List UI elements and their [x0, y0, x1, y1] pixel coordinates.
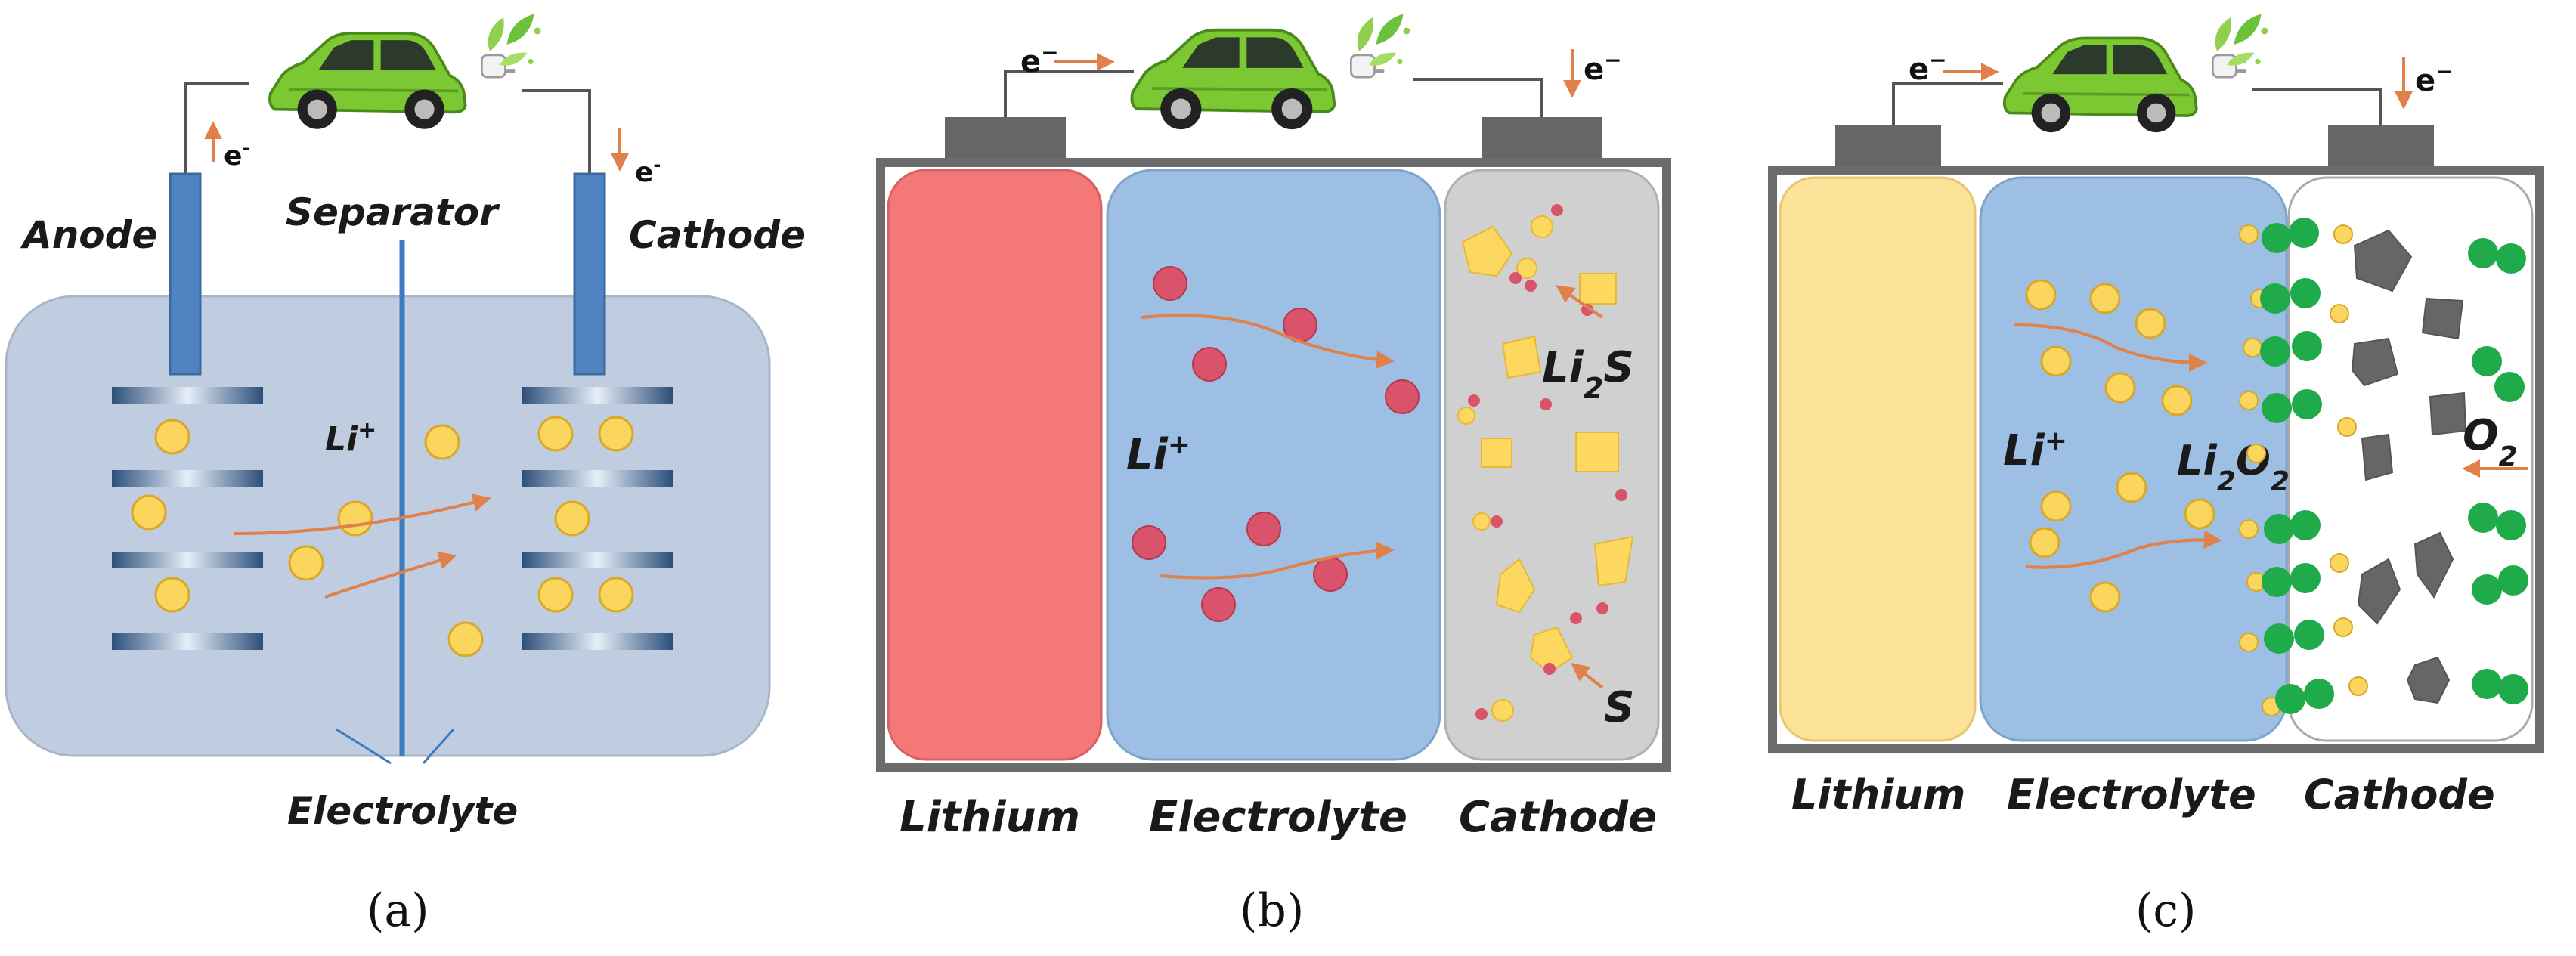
electron-sup-right: −	[1604, 48, 1621, 73]
product-sub2-c: 2	[2271, 466, 2290, 497]
electrolyte-label-b: Electrolyte	[1149, 793, 1407, 842]
electron-label-right: e	[2415, 63, 2435, 98]
cathode-label: Cathode	[629, 213, 806, 257]
li-dots-b	[1468, 204, 1627, 720]
lithium-ions-a	[131, 416, 634, 657]
svg-text:Li+: Li+	[2003, 425, 2067, 476]
electrolyte-label-c: Electrolyte	[2007, 771, 2256, 818]
svg-text:e-: e-	[224, 138, 249, 172]
terminal-left-c	[1835, 125, 1941, 172]
oxygen-label-c: O	[2463, 411, 2499, 460]
electric-car-icon	[270, 33, 466, 129]
li-ion-label-a: Li	[325, 420, 358, 459]
electron-sup-left: −	[1041, 40, 1058, 65]
electrolyte-region-b	[1106, 169, 1441, 761]
cathode-plates	[522, 387, 673, 650]
terminal-right-c	[2328, 125, 2434, 172]
anode-plates	[112, 387, 263, 650]
terminal-left-b	[945, 117, 1066, 164]
product-sub-b: 2	[1584, 372, 1603, 405]
electron-sup-left: −	[1929, 48, 1946, 73]
li-ion-label-c: Li	[2003, 426, 2045, 475]
electron-sup-right: −	[2435, 59, 2453, 84]
lithium-ions-c	[2025, 279, 2215, 613]
separator-label: Separator	[286, 190, 500, 234]
anode-rod	[169, 172, 202, 376]
lithium-label-c: Lithium	[1791, 771, 1965, 818]
svg-text:O2: O2	[2463, 411, 2518, 472]
sulfur-particles	[1457, 215, 1634, 722]
product-tail-b: S	[1603, 343, 1633, 392]
electron-label-left: e	[1909, 52, 1929, 87]
li-ion-charge-b: +	[1168, 429, 1190, 460]
panel-a: e- e- Anode Separator Cathode Li+	[5, 14, 806, 937]
carbon-particles	[2351, 229, 2467, 704]
electron-label-left: e	[1020, 45, 1041, 79]
svg-text:e−: e−	[2415, 59, 2454, 99]
caption-b: (b)	[1240, 884, 1304, 937]
electron-label-right: e	[635, 157, 653, 188]
product-label-b: Li	[1542, 343, 1584, 392]
cell-a-body	[5, 295, 771, 757]
svg-text:e−: e−	[1020, 40, 1059, 80]
oxygen-sub-c: 2	[2499, 441, 2518, 472]
svg-text:Li+: Li+	[325, 417, 376, 459]
electric-car-icon	[1132, 30, 1334, 129]
caption-a: (a)	[367, 884, 429, 937]
electron-label-left: e	[224, 141, 242, 172]
product-label-c: Li	[2177, 437, 2218, 484]
electron-sup-left: -	[242, 138, 249, 159]
anode-label: Anode	[20, 213, 157, 257]
lithium-label-b: Lithium	[899, 793, 1080, 842]
lithium-region-c	[1779, 176, 1977, 742]
electrolyte-label-a: Electrolyte	[287, 789, 518, 833]
panel-c: e− e− Li+ Li2O2	[1768, 14, 2544, 937]
cathode-rod	[573, 172, 606, 376]
caption-c: (c)	[2135, 884, 2196, 937]
li-ion-charge-c: +	[2045, 425, 2067, 456]
svg-text:Li+: Li+	[1126, 429, 1190, 480]
lithium-region-b	[887, 169, 1103, 761]
electron-label-right: e	[1584, 52, 1604, 87]
electric-car-icon	[2005, 38, 2197, 132]
svg-text:Li2S: Li2S	[1542, 343, 1634, 405]
li-ion-charge-a: +	[358, 417, 376, 444]
terminal-right-b	[1482, 117, 1602, 164]
cathode-label-b: Cathode	[1459, 793, 1657, 842]
cathode-label-c: Cathode	[2304, 771, 2495, 818]
electron-sup-right: -	[653, 154, 661, 175]
svg-text:e−: e−	[1909, 48, 1947, 88]
svg-text:e−: e−	[1584, 48, 1622, 88]
svg-text:e-: e-	[635, 154, 661, 188]
li-ion-label-b: Li	[1126, 430, 1169, 479]
electrolyte-region-c	[1979, 176, 2288, 742]
sulfur-label-b: S	[1604, 683, 1634, 732]
product-sub1-c: 2	[2217, 466, 2236, 497]
panel-b: e− e− Li+	[876, 14, 1671, 937]
li2o2-deposits	[2239, 224, 2368, 716]
oxygen-molecules	[2260, 218, 2528, 714]
cathode-region-c	[2287, 176, 2534, 742]
